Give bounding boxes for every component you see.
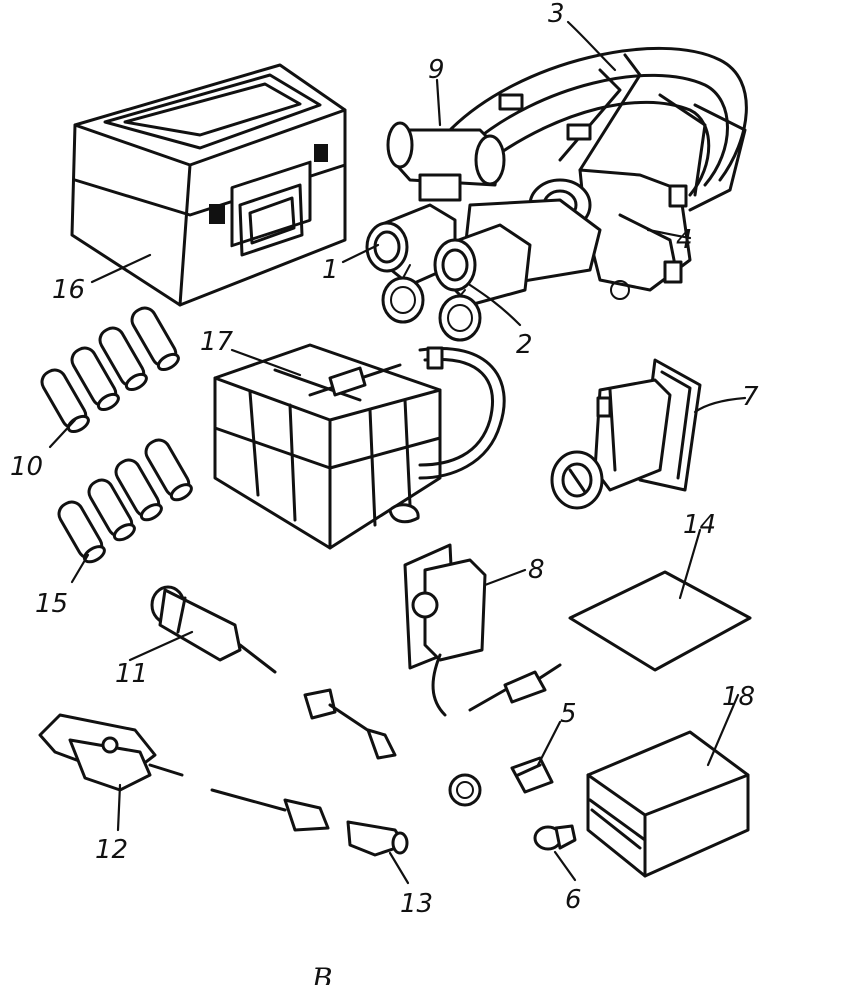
batteries-upper: [40, 306, 180, 434]
callout-2: 2: [516, 330, 533, 360]
power-box: [403, 543, 562, 717]
small-box: [586, 730, 750, 878]
callout-4: 4: [676, 225, 693, 255]
leader-lines: [48, 20, 747, 885]
callout-labels: 3 9 1 2 4 16 17 10 7 8 14 15 11 5 18 12 …: [10, 0, 759, 919]
callout-6: 6: [565, 885, 582, 915]
callout-15: 15: [35, 589, 68, 619]
small-lamp: [533, 824, 577, 851]
callout-17: 17: [200, 327, 234, 357]
callout-18: 18: [722, 682, 755, 712]
callout-12: 12: [95, 835, 128, 865]
flat-sheet: [568, 570, 752, 672]
headset-unit: [365, 46, 748, 342]
probe-lead: [150, 585, 397, 760]
callout-16: 16: [52, 275, 85, 305]
callout-9: 9: [428, 55, 445, 85]
adapter-unit: [550, 358, 702, 510]
callout-5: 5: [560, 699, 577, 729]
callout-14: 14: [683, 510, 716, 540]
callout-1: 1: [322, 255, 339, 285]
batteries-lower: [57, 438, 193, 564]
callout-7: 7: [742, 382, 759, 412]
battery-pack: [213, 343, 506, 550]
callout-13: 13: [400, 889, 433, 919]
callout-3: 3: [548, 0, 565, 29]
figure-caption: В: [311, 962, 333, 985]
small-connectors: [448, 756, 554, 807]
callout-10: 10: [10, 452, 43, 482]
clip-connector: [38, 713, 184, 792]
storage-case: [70, 63, 347, 307]
callout-11: 11: [115, 659, 148, 689]
callout-8: 8: [528, 555, 545, 585]
plug-cable: [210, 788, 409, 857]
